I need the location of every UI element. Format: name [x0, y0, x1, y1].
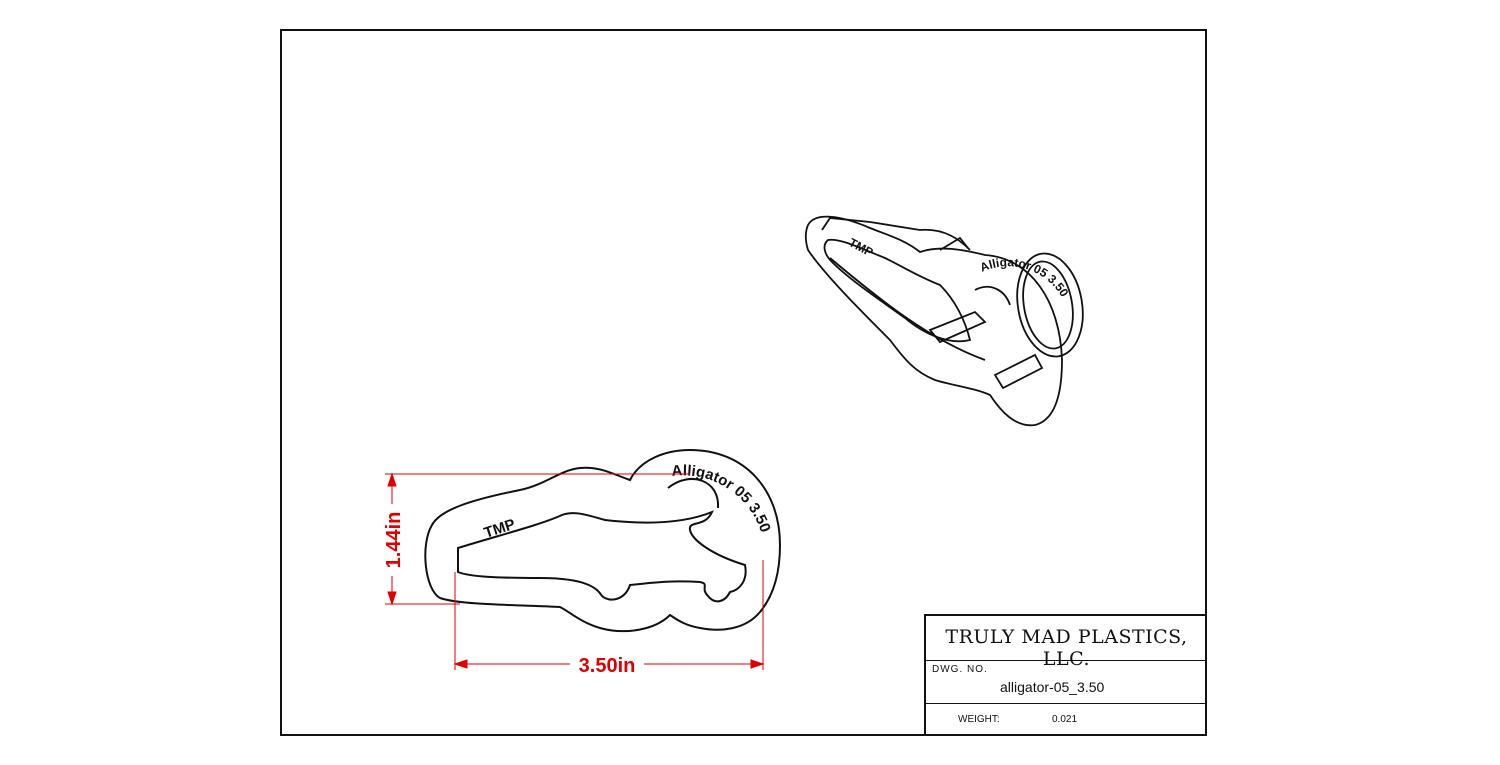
iso-body-line-2: [821, 217, 871, 231]
iso-slot-2: [993, 353, 1044, 390]
model-engraving-iso-path: Alligator 05 3.50: [978, 255, 1072, 299]
title-block: TRULY MAD PLASTICS, LLC. DWG. NO. alliga…: [924, 614, 1207, 736]
iso-slot-1: [928, 310, 987, 344]
iso-inner-arc: [974, 285, 1011, 306]
dwg-no-label: DWG. NO.: [932, 664, 988, 675]
iso-outer-outline: [804, 215, 1063, 427]
title-block-dwg-row: DWG. NO. alligator-05_3.50: [926, 661, 1207, 704]
dwg-no-value: alligator-05_3.50: [1000, 679, 1105, 695]
tmp-engraving-iso: TMP: [847, 235, 876, 259]
height-dimension-label: 1.44in: [383, 512, 405, 569]
cutter-isometric-view: [804, 215, 1084, 427]
model-engraving-top-path: Alligator 05 3.50: [671, 462, 774, 534]
company-name: TRULY MAD PLASTICS, LLC.: [945, 626, 1188, 670]
iso-back-line: [869, 221, 971, 251]
weight-value: 0.021: [1052, 714, 1078, 725]
width-dimension-bg: [570, 654, 644, 676]
model-engraving-iso: Alligator 05 3.50: [978, 255, 1072, 299]
height-dimension-bg: [381, 504, 403, 576]
cutter-inner-outline: [457, 510, 747, 603]
iso-back-ring-outer: [1016, 252, 1084, 358]
title-block-weight-row: WEIGHT: 0.021: [926, 704, 1207, 738]
model-engraving-top: Alligator 05 3.50: [671, 462, 774, 534]
drawing-sheet-border: [280, 29, 1207, 736]
tmp-engraving-top: TMP: [482, 516, 517, 542]
width-dimension-label: 3.50in: [579, 655, 636, 677]
weight-label: WEIGHT:: [958, 714, 1000, 725]
iso-back-ring-inner: [1022, 260, 1074, 350]
cutter-top-view: [424, 448, 782, 633]
iso-inner-outline: [823, 238, 972, 343]
iso-slot-3: [939, 236, 969, 251]
cutter-jaw-line: [667, 478, 720, 509]
iso-body-line-1: [829, 257, 986, 361]
title-block-company-row: TRULY MAD PLASTICS, LLC.: [926, 616, 1207, 670]
dimension-lines: [385, 472, 765, 670]
cutter-outer-outline: [424, 448, 782, 633]
